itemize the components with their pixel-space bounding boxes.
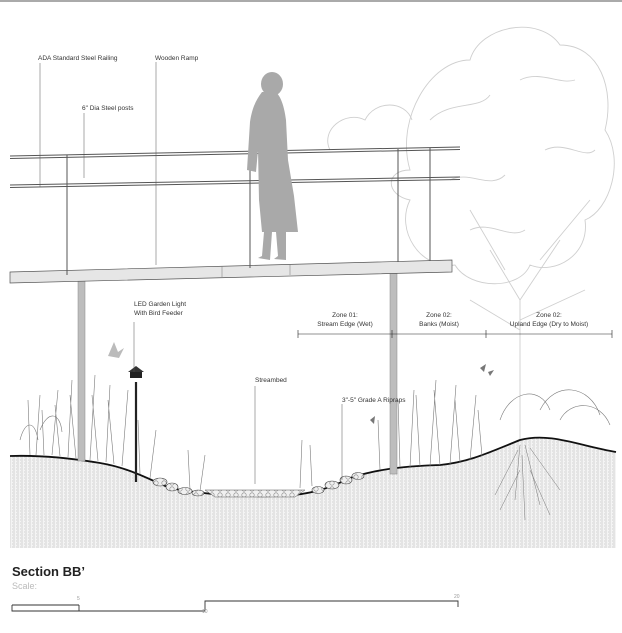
label-light-line1: LED Garden Light [134,301,187,308]
label-zone1-line1: Zone 01: [332,312,358,319]
label-zone1-line2: Stream Edge (Wet) [317,321,373,328]
garden-light [128,366,144,482]
soil-section [10,437,616,548]
steel-posts [77,269,398,475]
label-zone3-line2: Upland Edge (Dry to Moist) [509,321,589,328]
label-posts: 6" Dia Steel posts [82,105,134,112]
label-railing: ADA Standard Steel Railing [38,55,118,62]
section-title: Section BB’ [12,564,85,579]
label-zone2-line2: Banks (Moist) [419,321,459,328]
streambed-gravel [204,489,306,498]
butterfly-icon [480,364,494,376]
roots [494,444,561,521]
ada-railing [9,146,461,275]
label-ramp: Wooden Ramp [155,55,199,62]
person-silhouette [247,72,298,260]
scale-tick-20: 20 [454,594,460,600]
vegetation-left [19,374,157,479]
label-streambed: Streambed [255,377,287,384]
label-riprap: 3"-5" Grade A Ripraps [342,397,406,404]
scale-bar [11,600,459,612]
label-light-line2: With Bird Feeder [134,310,183,317]
leader-lines [39,62,343,484]
riprap-stones [152,472,365,497]
label-zone3-line1: Zone 02: [536,312,562,319]
scale-label: Scale: [12,581,38,591]
bird-icon [108,342,124,358]
label-zone2-line1: Zone 02: [426,312,452,319]
zone-dimension-lines [297,330,613,338]
tree [327,26,615,452]
wooden-ramp [9,259,453,284]
scale-tick-5: 5 [77,596,80,602]
butterfly-icon [370,416,375,424]
scale-tick-10: 10 [202,609,208,615]
